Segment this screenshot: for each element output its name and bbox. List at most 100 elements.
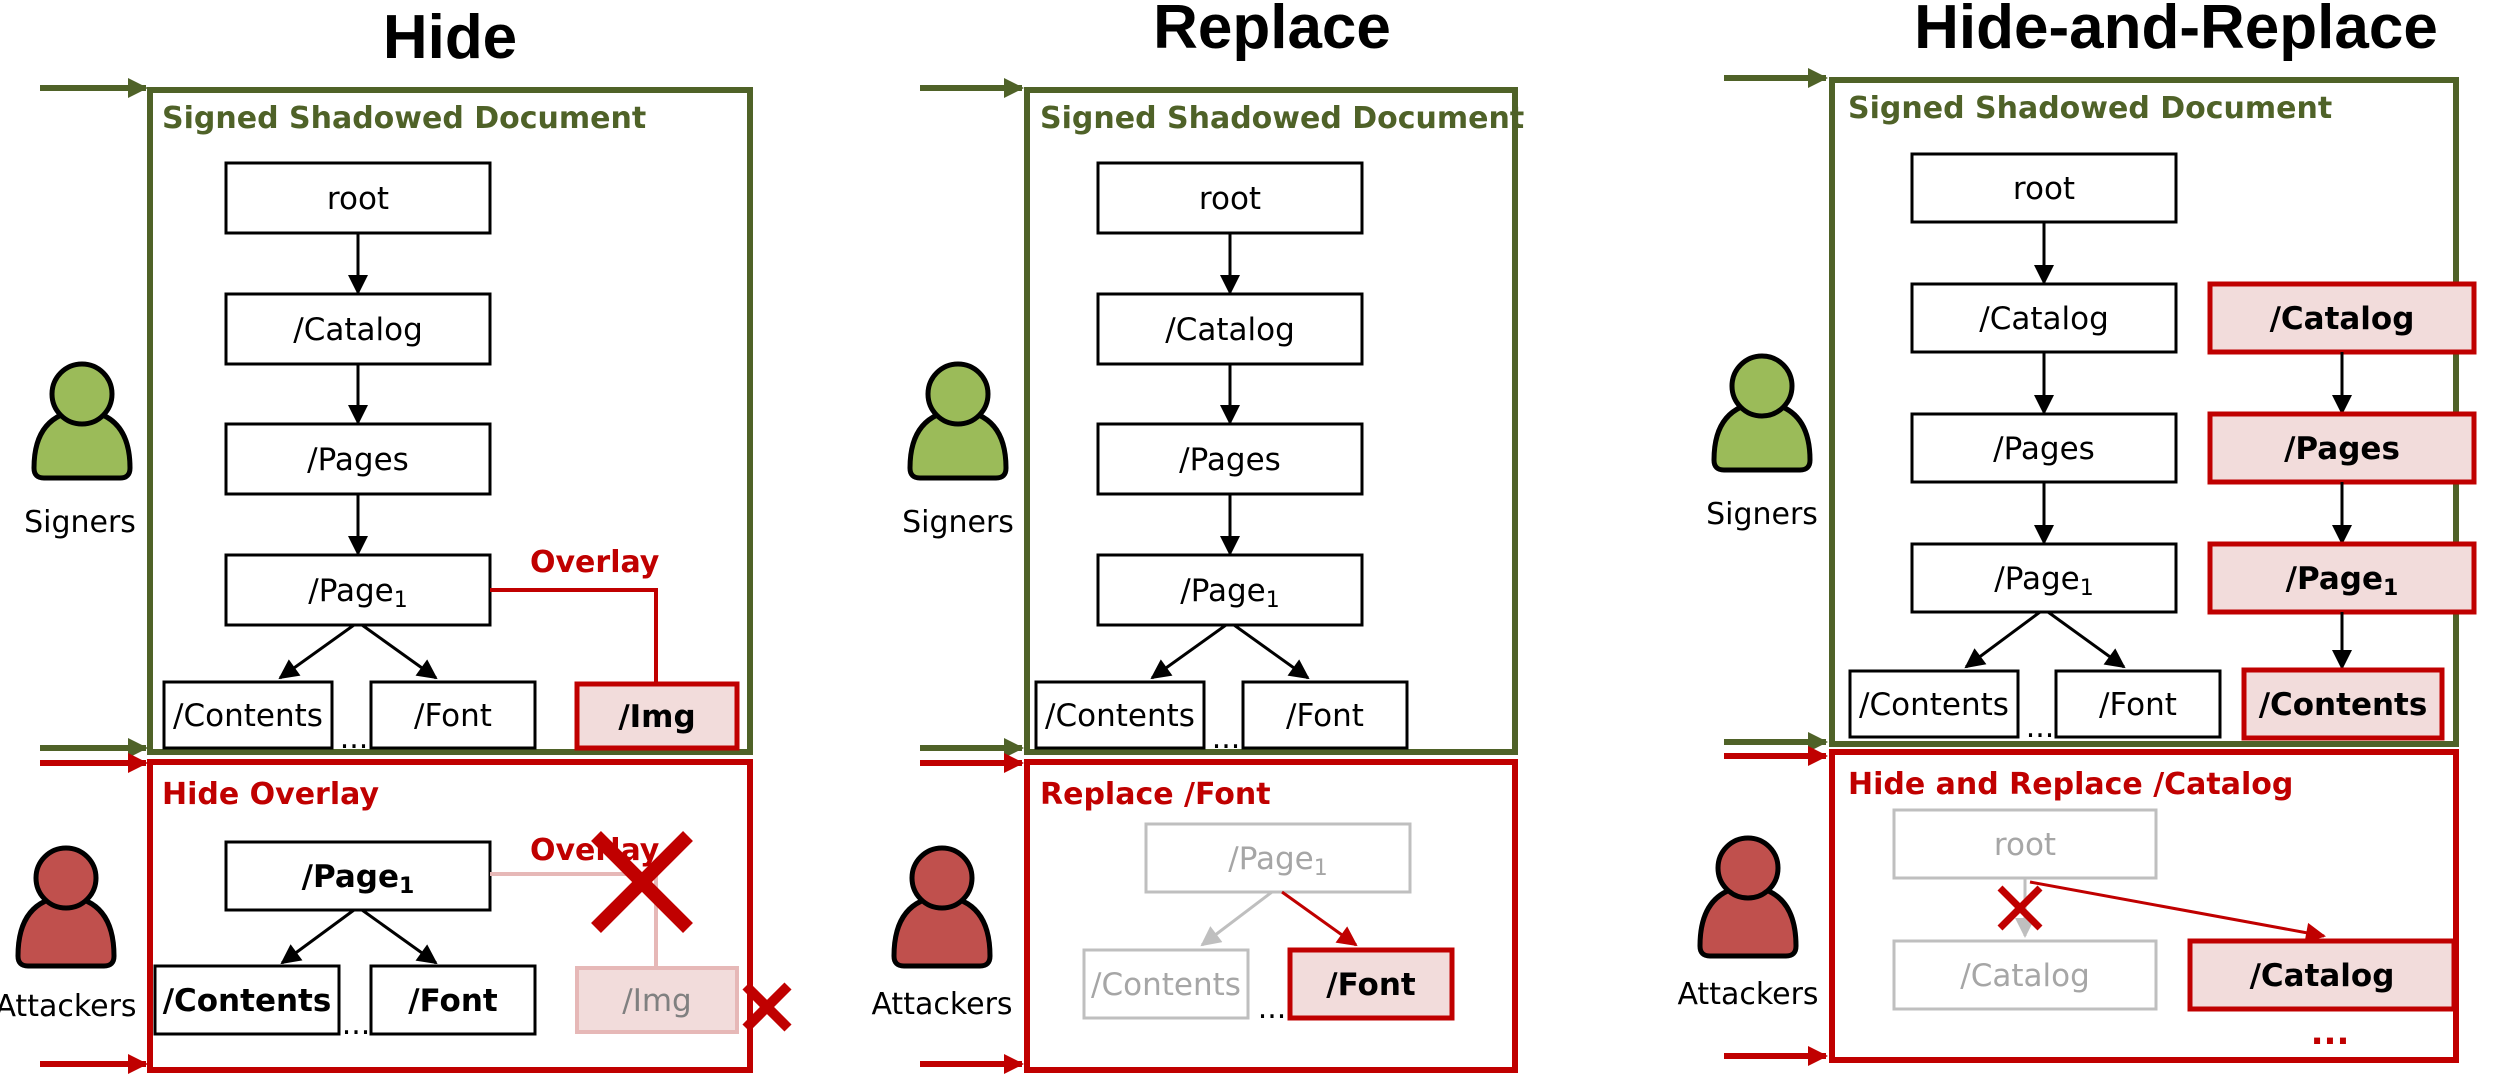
edge-arrow (1964, 610, 2041, 669)
contents-label: /Contents (163, 983, 332, 1019)
edge-arrow (278, 623, 355, 680)
ellipsis: ... (2026, 710, 2055, 745)
shadow-pages-node (2207, 411, 2477, 485)
font-label: /Font (408, 983, 498, 1019)
large-cross-icon (591, 831, 693, 933)
edge-arrow (361, 623, 438, 680)
page1-node (1096, 553, 1364, 627)
signers-label: Signers (902, 505, 1014, 540)
faded-edge-arrow (1200, 890, 1273, 947)
faded-catalog-node (1892, 939, 2158, 1011)
pages-node (1096, 422, 1364, 496)
edge-arrow (361, 908, 438, 965)
signers-label: Signers (24, 505, 136, 540)
attacker-person-icon (891, 845, 993, 969)
pages-label: /Pages (1993, 431, 2095, 467)
signers-label: Signers (1706, 497, 1818, 532)
signer-person-icon (907, 361, 1009, 481)
edge-arrow (2047, 610, 2126, 669)
signed-shadowed-document-box (147, 87, 753, 755)
signer-person-icon (1711, 353, 1813, 473)
attacker-person-icon (1697, 835, 1799, 959)
root-node (1910, 152, 2178, 224)
attack-label: Hide and Replace /Catalog (1848, 767, 2293, 802)
pages-node (1910, 412, 2178, 484)
ellipsis: ... (1212, 721, 1241, 756)
hide-overlay-box (147, 759, 753, 1073)
signed-document-label: Signed Shadowed Document (1848, 91, 2332, 126)
replace-font-box (1024, 759, 1518, 1073)
edge-arrow (280, 908, 355, 965)
page1-label: /Page1 (302, 859, 415, 899)
catalog-label: /Catalog (1979, 301, 2109, 337)
ellipsis: ... (1258, 991, 1287, 1026)
edge-arrow (1233, 623, 1310, 680)
replaced-font-label: /Font (1326, 967, 1416, 1003)
ellipsis: ... (340, 721, 369, 756)
signed-document-label: Signed Shadowed Document (162, 101, 646, 136)
signed-shadowed-document-box (1024, 87, 1518, 755)
faded-contents-node (1082, 948, 1250, 1020)
contents-node (153, 964, 341, 1036)
overlay-connector (490, 588, 658, 684)
root-label: root (2013, 171, 2075, 207)
panel-title: Replace (1153, 0, 1391, 62)
font-node (2054, 669, 2222, 739)
contents-label: /Contents (1045, 698, 1195, 734)
catalog-label: /Catalog (1165, 312, 1295, 348)
root-node (1096, 161, 1364, 235)
hidden-img-node (575, 966, 739, 1034)
pages-label: /Pages (307, 442, 409, 478)
attackers-label: Attackers (871, 987, 1012, 1022)
attack-label: Replace /Font (1040, 777, 1271, 812)
contents-node (1034, 680, 1206, 750)
panel-title: Hide-and-Replace (1914, 0, 2438, 62)
replaced-font-node (1287, 947, 1455, 1021)
faded-page1-label: /Page1 (1228, 841, 1328, 881)
img-label: /Img (618, 699, 695, 735)
faded-root-label: root (1994, 827, 2056, 863)
page1-label: /Page1 (1180, 573, 1280, 613)
contents-label: /Contents (173, 698, 323, 734)
page1-node (224, 840, 492, 912)
panel-hide-and-replace: Hide-and-Replace Signers Attackers Signe… (1677, 0, 2477, 1066)
pages-label: /Pages (1179, 442, 1281, 478)
panel-hide: Hide Signers Attackers Signed Shadowed D… (0, 3, 792, 1074)
ellipsis: ... (342, 1007, 371, 1042)
panel-replace: Replace Signers Attackers Signed Shadowe… (871, 0, 1524, 1074)
overlay-label: Overlay (530, 545, 660, 580)
attackers-label: Attackers (0, 989, 137, 1024)
catalog-label: /Catalog (293, 312, 423, 348)
faded-catalog-label: /Catalog (1960, 958, 2090, 994)
panel-title: Hide (383, 3, 517, 72)
attacker-person-icon (15, 845, 117, 969)
edge-arrow (1150, 623, 1227, 680)
attack-label: Hide Overlay (162, 777, 379, 812)
shadow-pages-label: /Pages (2284, 431, 2400, 467)
small-cross-icon (742, 982, 792, 1032)
new-catalog-label: /Catalog (2250, 958, 2395, 994)
font-label: /Font (414, 698, 492, 734)
contents-label: /Contents (1859, 687, 2009, 723)
hidden-img-label: /Img (622, 983, 691, 1019)
root-label: root (1199, 181, 1261, 217)
signed-document-label: Signed Shadowed Document (1040, 101, 1524, 136)
contents-node (162, 680, 334, 750)
catalog-node (1096, 292, 1364, 366)
shadow-page1-label: /Page1 (2286, 561, 2399, 601)
shadow-contents-label: /Contents (2259, 687, 2428, 723)
font-node (369, 680, 537, 750)
replaced-edge-arrow (2029, 880, 2326, 943)
root-node (224, 161, 492, 235)
attackers-label: Attackers (1677, 977, 1818, 1012)
new-catalog-node (2187, 938, 2457, 1012)
font-node (1241, 680, 1409, 750)
replaced-edge-arrow (1281, 890, 1358, 947)
catalog-node (1910, 282, 2178, 354)
hide-and-replace-catalog-box (1829, 749, 2459, 1063)
root-label: root (327, 181, 389, 217)
shadow-contents-node (2241, 667, 2445, 741)
ellipsis: ... (2311, 1013, 2350, 1053)
